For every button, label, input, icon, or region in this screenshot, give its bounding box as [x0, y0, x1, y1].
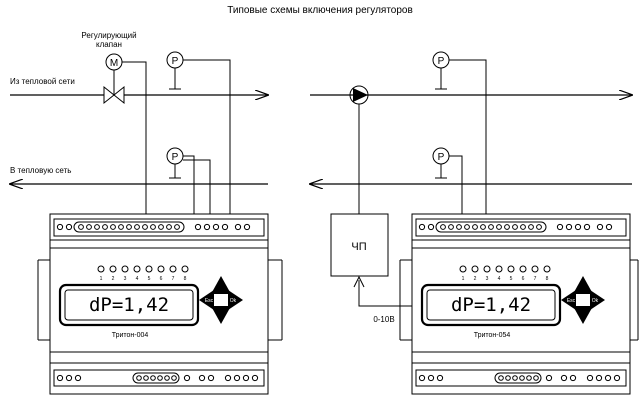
- ok-label: Ok: [230, 298, 237, 304]
- led-number: 4: [136, 276, 139, 282]
- led-number: 1: [462, 276, 465, 282]
- motor-wire: [122, 61, 147, 214]
- led-number: 8: [184, 276, 187, 282]
- display-value: dP=1,42: [451, 294, 531, 316]
- ok-button[interactable]: [228, 290, 243, 310]
- sensor-letter: P: [438, 56, 445, 67]
- up-arrow-button[interactable]: [573, 276, 593, 294]
- return-label: В тепловую сеть: [10, 166, 71, 175]
- ok-label: Ok: [592, 298, 599, 304]
- sensor-wire-supply: [449, 59, 487, 214]
- terminal-block-top: [418, 221, 613, 233]
- sensor-letter: P: [172, 152, 179, 163]
- lcd-display: dP=1,42: [420, 283, 562, 327]
- sensor-wire-return-a: [183, 155, 195, 214]
- terminal-block-bottom: [56, 372, 259, 384]
- supply-label: Из тепловой сети: [10, 77, 75, 86]
- left-scheme: Из тепловой сети В тепловую сеть Регулир…: [10, 31, 283, 395]
- frequency-converter: ЧП: [330, 213, 389, 277]
- esc-label: Esc: [205, 298, 214, 304]
- controller-triton-004: 1 2 3 4 5 6 7 8 dP=1,42 Esc Ok: [37, 213, 283, 395]
- motor-actuator: M: [105, 53, 123, 95]
- display-value: dP=1,42: [89, 294, 169, 316]
- pressure-sensor-supply-right: P: [432, 51, 450, 90]
- led-number: 1: [100, 276, 103, 282]
- model-label: Тритон-054: [474, 332, 511, 339]
- pressure-sensor-return-left: P: [166, 147, 184, 179]
- led-number: 7: [534, 276, 537, 282]
- signal-arrow-icon: [353, 275, 365, 288]
- down-arrow-button[interactable]: [573, 306, 593, 324]
- sensor-letter: P: [172, 56, 179, 67]
- controller-triton-054: 1 2 3 4 5 6 7 8 dP=1,42 Esc Ok: [399, 213, 639, 395]
- keypad: Esc Ok: [199, 276, 243, 324]
- signal-label: 0-10В: [373, 315, 394, 324]
- valve-label-line2: клапан: [96, 40, 122, 49]
- up-arrow-button[interactable]: [211, 276, 231, 294]
- down-arrow-button[interactable]: [211, 306, 231, 324]
- led-number: 2: [474, 276, 477, 282]
- sensor-wire-return: [449, 155, 463, 214]
- model-label: Тритон-004: [112, 332, 149, 339]
- sensor-letter: P: [438, 152, 445, 163]
- led-number: 6: [522, 276, 525, 282]
- led-number: 3: [124, 276, 127, 282]
- terminal-block-top: [56, 221, 251, 233]
- vfd-label: ЧП: [351, 241, 366, 253]
- motor-letter: M: [110, 58, 118, 69]
- right-scheme: ЧП 0-10В P P: [310, 51, 639, 395]
- pressure-sensor-return-right: P: [432, 147, 450, 179]
- ok-button[interactable]: [590, 290, 605, 310]
- status-leds: 1 2 3 4 5 6 7 8: [459, 265, 551, 282]
- terminal-block-bottom: [418, 372, 621, 384]
- led-number: 5: [510, 276, 513, 282]
- led-number: 7: [172, 276, 175, 282]
- diagram-title: Типовые схемы включения регуляторов: [227, 5, 413, 16]
- led-number: 4: [498, 276, 501, 282]
- signal-wire: [358, 280, 412, 307]
- led-number: 6: [160, 276, 163, 282]
- esc-button[interactable]: [561, 290, 576, 310]
- led-number: 2: [112, 276, 115, 282]
- control-valve-icon: [103, 85, 125, 105]
- status-leds: 1 2 3 4 5 6 7 8: [97, 265, 189, 282]
- lcd-display: dP=1,42: [58, 283, 200, 327]
- led-number: 8: [546, 276, 549, 282]
- pressure-sensor-supply-left: P: [166, 51, 184, 90]
- led-number: 5: [148, 276, 151, 282]
- sensor-wire-supply: [183, 59, 231, 214]
- esc-button[interactable]: [199, 290, 214, 310]
- valve-label-line1: Регулирующий: [81, 31, 136, 40]
- led-number: 3: [486, 276, 489, 282]
- sensor-wire-return-b: [183, 159, 211, 214]
- esc-label: Esc: [567, 298, 576, 304]
- keypad: Esc Ok: [561, 276, 605, 324]
